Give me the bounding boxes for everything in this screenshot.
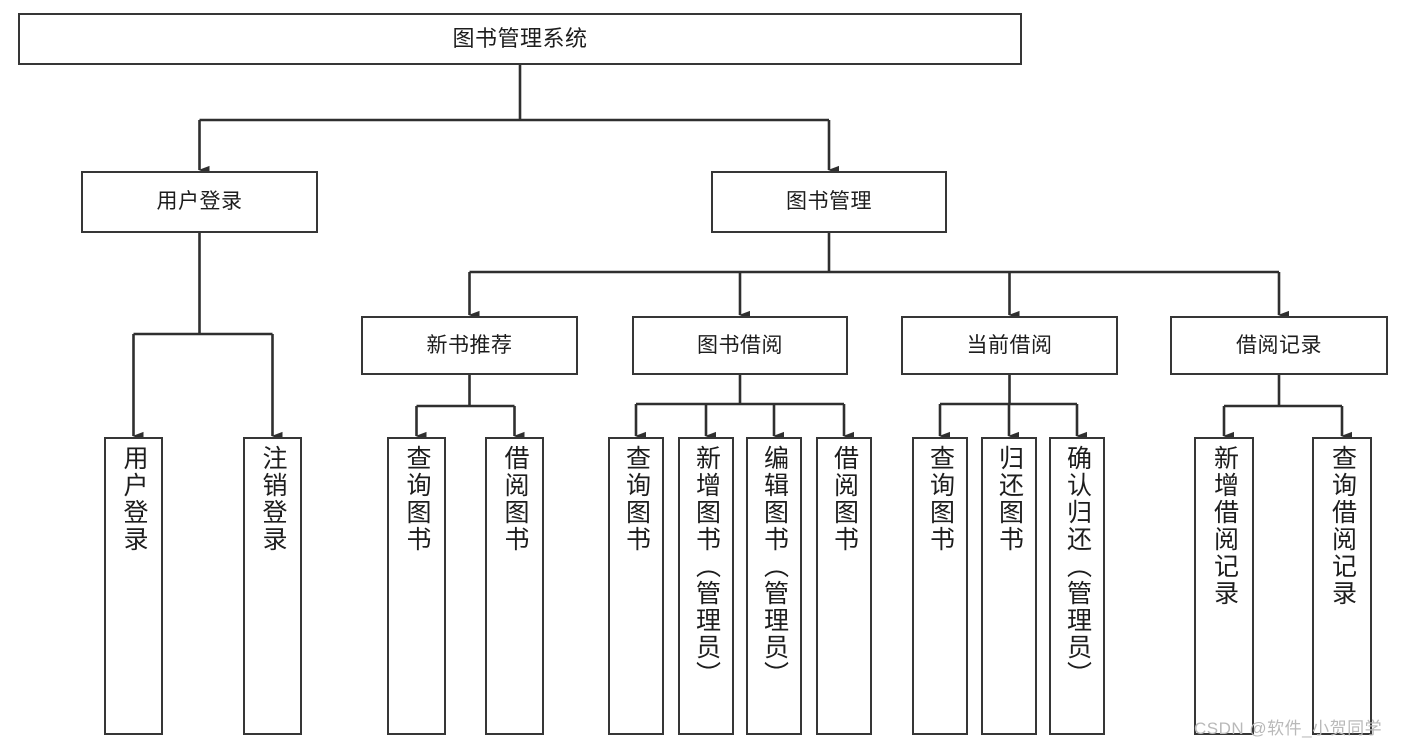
node-current[interactable]: 当前借阅 <box>901 316 1118 375</box>
node-bookmgr[interactable]: 图书管理 <box>711 171 947 233</box>
node-leaf6[interactable]: 新增图书（管理员） <box>678 437 734 735</box>
node-label: 新增图书（管理员） <box>692 445 721 688</box>
node-label: 新增借阅记录 <box>1210 445 1239 607</box>
node-leaf11[interactable]: 确认归还（管理员） <box>1049 437 1105 735</box>
node-newbook[interactable]: 新书推荐 <box>361 316 578 375</box>
node-label: 图书管理系统 <box>452 25 588 51</box>
node-label: 查询借阅记录 <box>1328 445 1357 607</box>
node-label: 新书推荐 <box>426 333 513 357</box>
node-leaf4[interactable]: 借阅图书 <box>485 437 544 735</box>
node-label: 注销登录 <box>259 445 287 553</box>
node-leaf3[interactable]: 查询图书 <box>387 437 446 735</box>
node-leaf5[interactable]: 查询图书 <box>608 437 664 735</box>
node-leaf8[interactable]: 借阅图书 <box>816 437 872 735</box>
node-label: 确认归还（管理员） <box>1063 445 1092 688</box>
node-label: 编辑图书（管理员） <box>760 445 789 688</box>
node-label: 用户登录 <box>156 190 243 214</box>
node-label: 查询图书 <box>622 445 651 553</box>
node-label: 查询图书 <box>403 445 431 553</box>
node-label: 当前借阅 <box>966 333 1053 357</box>
node-label: 图书借阅 <box>697 333 783 357</box>
node-label: 借阅图书 <box>830 445 859 553</box>
node-login[interactable]: 用户登录 <box>81 171 318 233</box>
node-label: 图书管理 <box>786 190 872 214</box>
node-leaf7[interactable]: 编辑图书（管理员） <box>746 437 802 735</box>
node-leaf9[interactable]: 查询图书 <box>912 437 968 735</box>
node-leaf13[interactable]: 查询借阅记录 <box>1312 437 1372 735</box>
node-leaf1[interactable]: 用户登录 <box>104 437 163 735</box>
node-label: 借阅图书 <box>501 445 529 553</box>
node-records[interactable]: 借阅记录 <box>1170 316 1388 375</box>
node-leaf2[interactable]: 注销登录 <box>243 437 302 735</box>
node-borrow[interactable]: 图书借阅 <box>632 316 848 375</box>
node-label: 查询图书 <box>926 445 955 553</box>
node-label: 用户登录 <box>120 445 148 553</box>
node-leaf12[interactable]: 新增借阅记录 <box>1194 437 1254 735</box>
node-leaf10[interactable]: 归还图书 <box>981 437 1037 735</box>
node-root[interactable]: 图书管理系统 <box>18 13 1022 65</box>
node-label: 归还图书 <box>995 445 1024 553</box>
node-label: 借阅记录 <box>1236 333 1322 357</box>
